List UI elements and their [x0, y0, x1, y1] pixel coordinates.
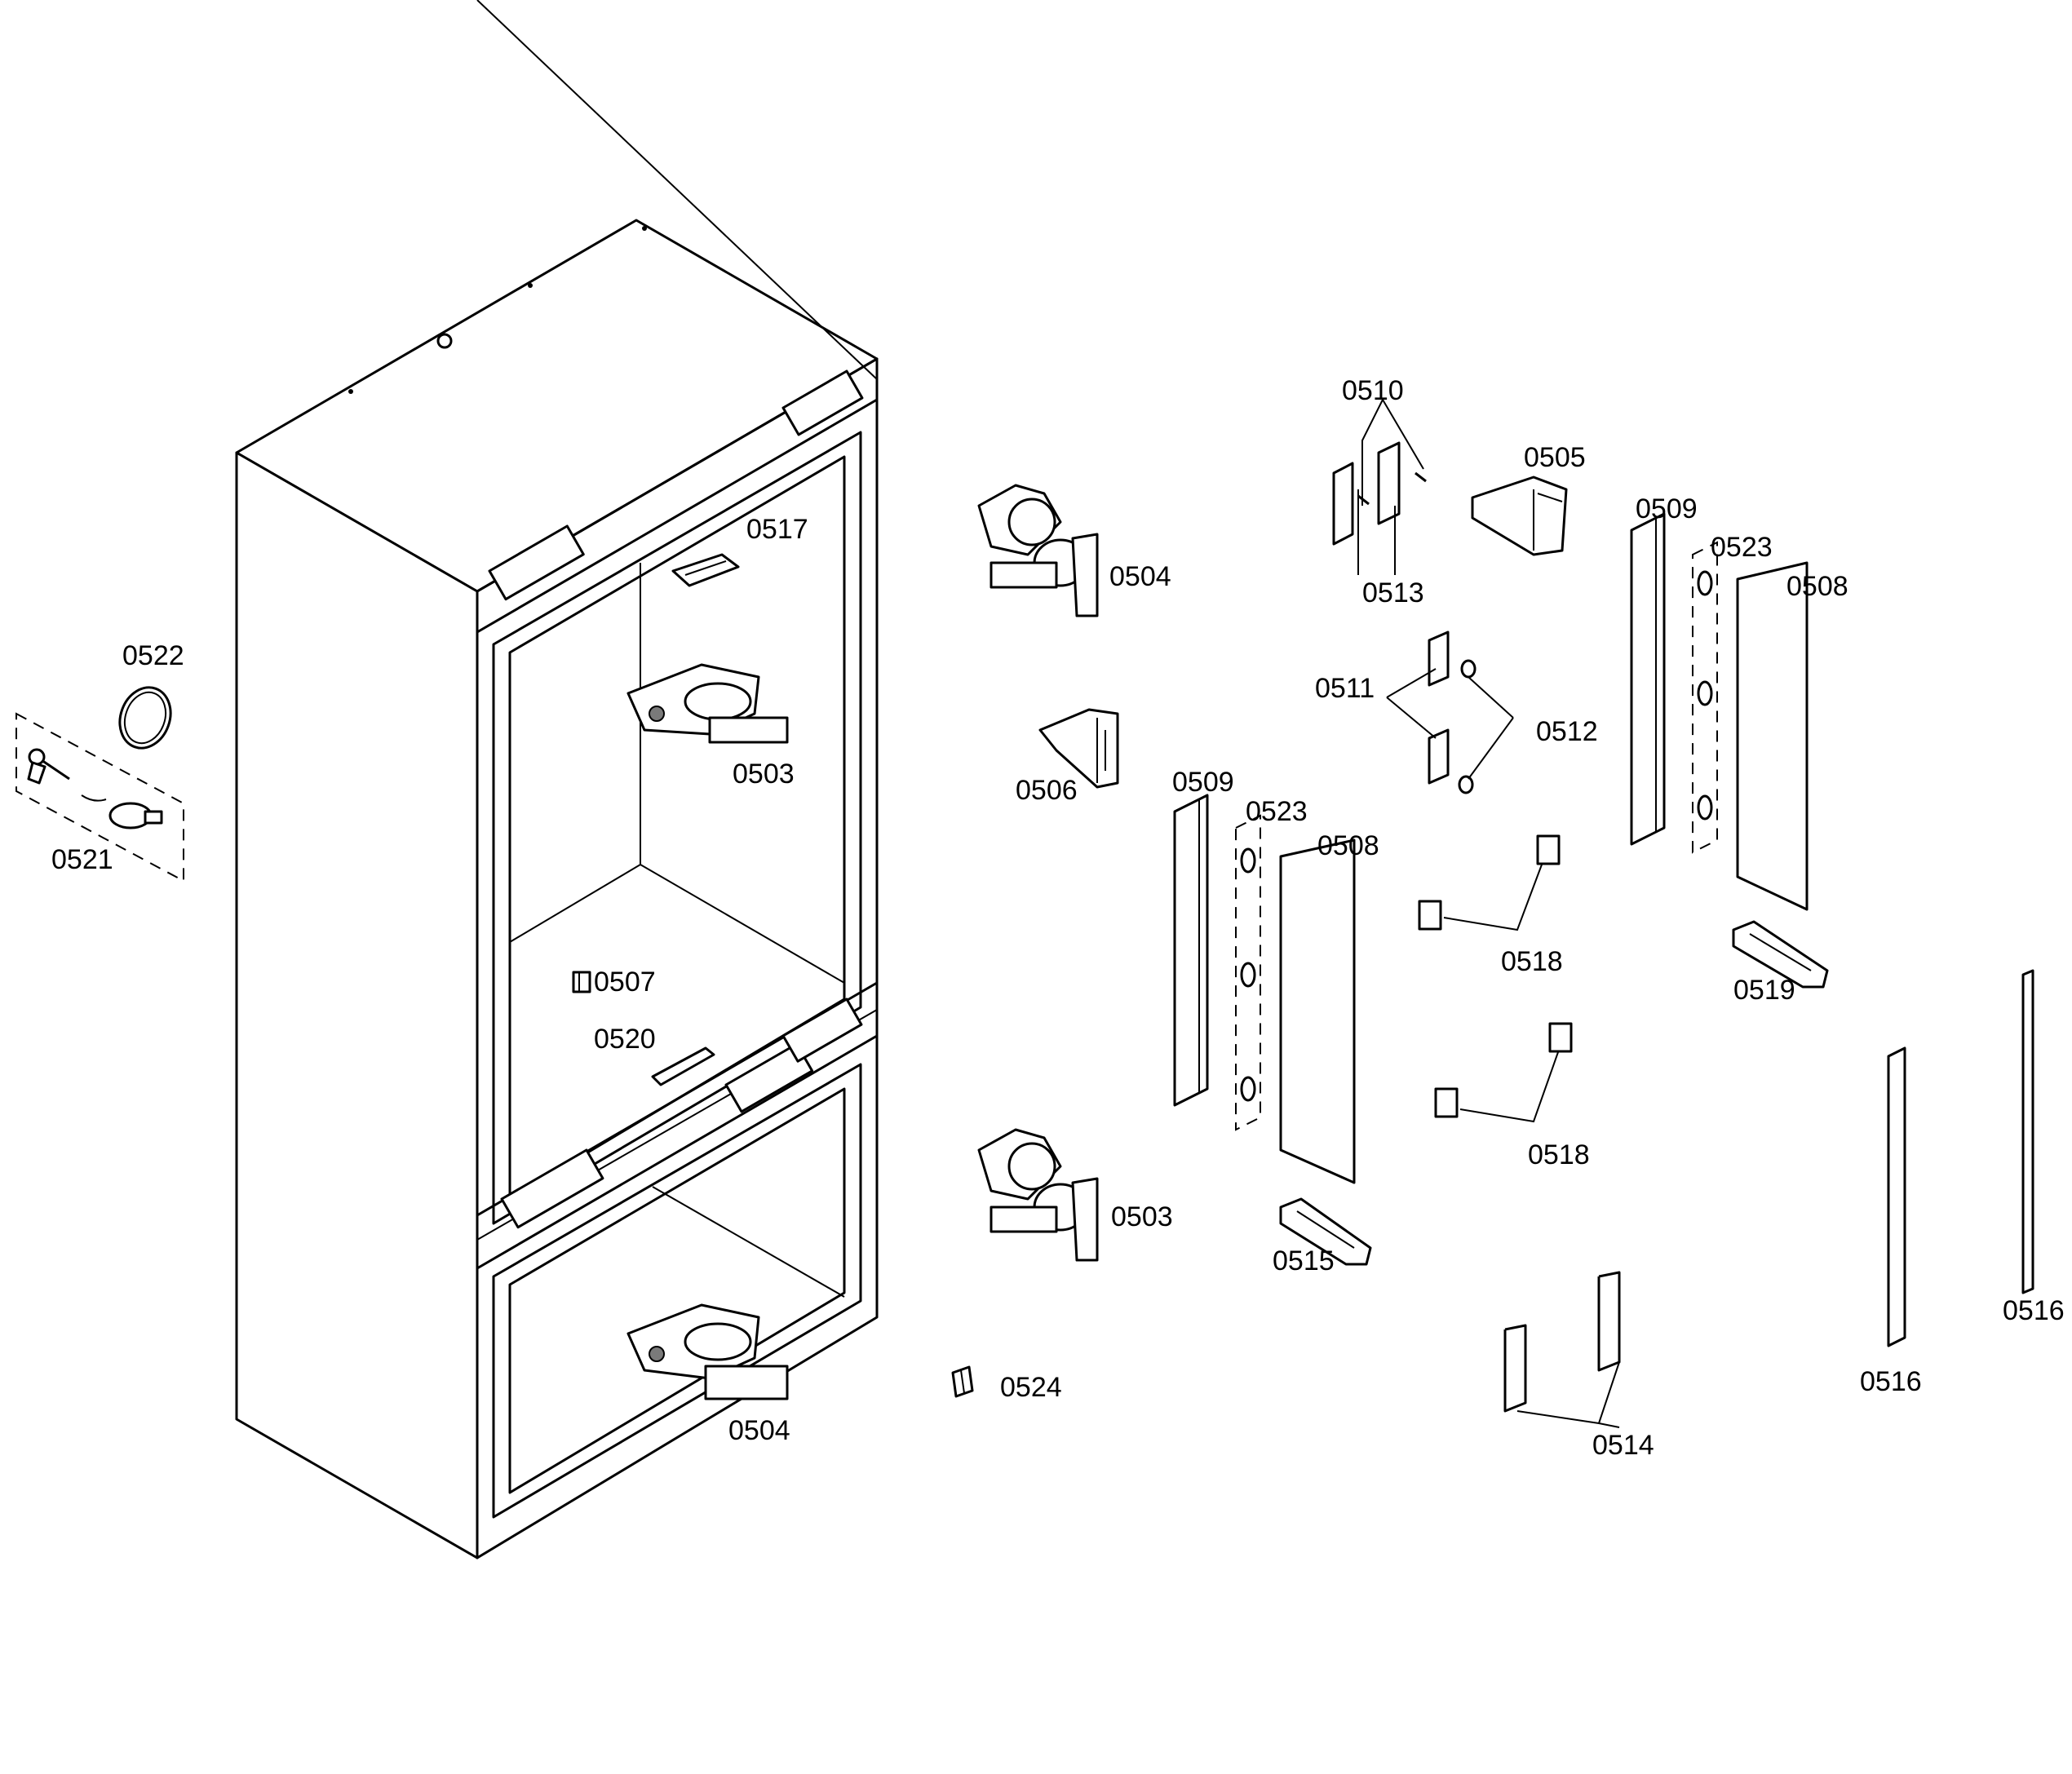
panel-0508-right [1736, 561, 1809, 911]
leader-lines [1357, 399, 1620, 1428]
label-0523-left: 0523 [1246, 796, 1308, 827]
label-0503-upper: 0503 [733, 759, 795, 790]
label-0509-right: 0509 [1636, 493, 1698, 524]
label-0514: 0514 [1592, 1430, 1654, 1461]
bracket-0506 [1038, 708, 1119, 789]
clip-0524 [951, 1365, 974, 1398]
hinge-0503-upper [626, 663, 789, 744]
clip-0507 [572, 971, 591, 993]
profile-0509-right [1630, 512, 1666, 846]
label-0524: 0524 [1000, 1372, 1062, 1403]
label-0506: 0506 [1016, 775, 1078, 806]
label-0509-left: 0509 [1172, 767, 1234, 798]
label-0519: 0519 [1733, 975, 1795, 1006]
rail-0519 [1732, 920, 1829, 989]
label-0513: 0513 [1362, 577, 1424, 608]
cover-0505 [1471, 476, 1568, 556]
label-0512: 0512 [1536, 716, 1598, 747]
sensor-assembly-0521 [15, 712, 184, 883]
strip-0523-right [1692, 541, 1718, 854]
panel-0508-left [1279, 838, 1356, 1184]
label-0515: 0515 [1273, 1245, 1335, 1276]
label-0504-lower: 0504 [728, 1415, 790, 1446]
label-0517: 0517 [746, 514, 808, 545]
ring-0522 [118, 686, 172, 750]
strip-0523-left [1235, 814, 1261, 1131]
label-0521: 0521 [51, 844, 113, 875]
hinge-0503-center [977, 1128, 1099, 1262]
strips-0516 [1887, 969, 2034, 1347]
label-0520: 0520 [594, 1024, 656, 1055]
clips-0518 [1418, 834, 1573, 1118]
label-0505: 0505 [1524, 442, 1586, 473]
profile-0509-left [1173, 794, 1209, 1107]
label-0518-upper: 0518 [1501, 946, 1563, 977]
label-0511: 0511 [1315, 673, 1375, 704]
bracket-0517 [671, 553, 740, 587]
label-0518-lower: 0518 [1528, 1139, 1590, 1170]
label-0523-right: 0523 [1711, 532, 1773, 563]
label-0516-left: 0516 [1860, 1366, 1922, 1397]
hinge-0504-lower [626, 1303, 789, 1400]
label-0508-left: 0508 [1317, 830, 1379, 861]
label-0510: 0510 [1342, 375, 1404, 406]
refrigerator-cabinet [235, 0, 879, 1559]
hinge-0504-upper [977, 484, 1099, 617]
label-0516-right: 0516 [2003, 1295, 2065, 1326]
part-labels: 0503 0517 0507 0520 0504 0522 0521 0504 … [51, 375, 2065, 1461]
brackets-0511 [1428, 630, 1477, 794]
label-0508-right: 0508 [1786, 571, 1848, 602]
label-0503-center: 0503 [1111, 1201, 1173, 1232]
strips-0513 [1332, 441, 1427, 546]
label-0504-upper: 0504 [1109, 561, 1171, 592]
label-0522: 0522 [122, 640, 184, 671]
label-0507: 0507 [594, 967, 656, 998]
rail-0515 [1279, 1197, 1372, 1266]
bracket-0520 [651, 1046, 715, 1086]
brackets-0514 [1503, 1271, 1621, 1413]
